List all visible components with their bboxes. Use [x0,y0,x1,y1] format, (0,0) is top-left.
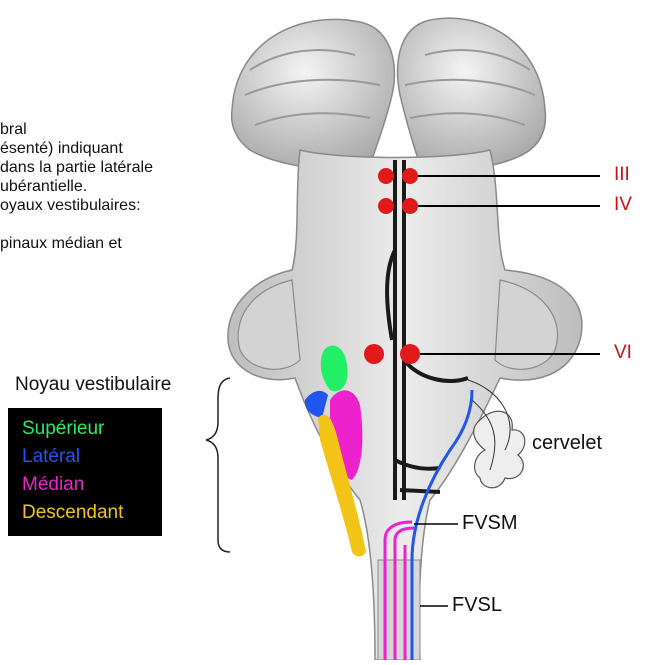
label-VI: VI [614,342,632,364]
cervelet-shape [474,411,525,487]
legend-descendant: Descendant [22,502,123,524]
legend-lateral: Latéral [22,446,80,468]
caption-line: ubérantielle. [0,177,250,196]
vestibular-brace [206,378,230,552]
label-cervelet: cervelet [532,432,602,455]
label-fvsl: FVSL [452,594,502,617]
label-IV: IV [614,194,632,216]
caption-line: pinaux médian et [0,234,250,253]
caption-line: dans la partie latérale [0,158,250,177]
vestibular-legend: Supérieur Latéral Médian Descendant [8,408,162,536]
caption-line: oyaux vestibulaires: [0,196,250,215]
legend-superieur: Supérieur [22,418,104,440]
label-fvsm: FVSM [462,512,518,535]
caption-line: bral [0,120,250,139]
legend-median: Médian [22,474,84,496]
caption-line [0,215,250,234]
caption-text: bral ésenté) indiquant dans la partie la… [0,120,250,253]
caption-line: ésenté) indiquant [0,139,250,158]
label-III: III [614,164,630,186]
left-hemisphere [232,19,395,169]
right-hemisphere [398,18,546,169]
noyau-vestibulaire-title: Noyau vestibulaire [15,374,171,396]
